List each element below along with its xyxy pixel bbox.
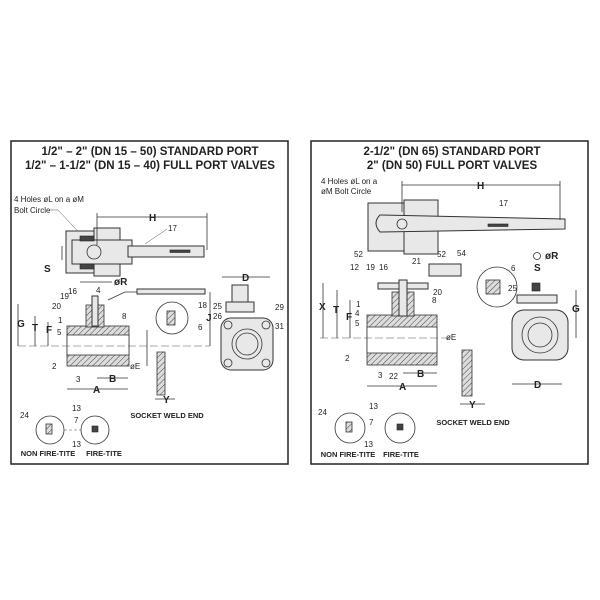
left-part-13b: 13 — [72, 440, 81, 449]
left-part-24: 24 — [20, 411, 29, 420]
left-part-6: 6 — [198, 323, 203, 332]
left-panel: 1/2" – 2" (DN 15 – 50) STANDARD PORT 1/2… — [10, 140, 289, 465]
right-part-17: 17 — [499, 199, 508, 208]
left-title-line2: 1/2" – 1-1/2" (DN 15 – 40) FULL PORT VAL… — [25, 160, 275, 172]
left-dim-Y: Y — [163, 395, 170, 406]
left-part-26: 26 — [213, 312, 222, 321]
left-title-line1: 1/2" – 2" (DN 15 – 50) STANDARD PORT — [41, 146, 258, 158]
right-part-4: 4 — [355, 309, 360, 318]
right-dim-S: S — [534, 263, 541, 274]
left-part-29: 29 — [275, 303, 284, 312]
right-dim-Y: Y — [469, 400, 476, 411]
left-bolt-note-1: 4 Holes øL on a øM — [14, 195, 84, 204]
left-part-4: 4 — [96, 286, 101, 295]
left-part-18: 18 — [198, 301, 207, 310]
left-non-fire-tite-label: NON FIRE-TITE — [21, 449, 76, 458]
right-dim-R: øR — [545, 251, 559, 262]
right-socket-weld-label: SOCKET WELD END — [436, 418, 510, 427]
left-part-16: 16 — [68, 287, 77, 296]
left-dim-S: S — [44, 264, 51, 275]
left-dim-A: A — [93, 385, 100, 396]
right-part-12: 12 — [350, 263, 359, 272]
right-part-2: 2 — [345, 354, 350, 363]
right-title-line2: 2" (DN 50) FULL PORT VALVES — [367, 160, 538, 172]
left-dim-G: G — [17, 319, 25, 330]
right-part-16: 16 — [379, 263, 388, 272]
left-part-2: 2 — [52, 362, 57, 371]
left-dim-B: B — [109, 374, 116, 385]
left-dim-E: øE — [130, 362, 140, 371]
right-dim-F: F — [346, 312, 352, 323]
right-dim-B: B — [417, 369, 424, 380]
right-bolt-note-2: øM Bolt Circle — [321, 187, 372, 196]
right-part-1: 1 — [356, 300, 361, 309]
left-part-17: 17 — [168, 224, 177, 233]
right-part-24: 24 — [318, 408, 327, 417]
right-dim-G: G — [572, 304, 580, 315]
right-top-view: H 17 52 52 54 øR S — [354, 181, 566, 274]
left-dim-T: T — [32, 323, 38, 334]
right-dim-X: X — [319, 302, 326, 313]
left-socket-weld-label: SOCKET WELD END — [130, 411, 204, 420]
left-top-view: H 17 S øR — [44, 213, 208, 288]
right-dim-E: øE — [446, 333, 456, 342]
left-part-8: 8 — [122, 312, 127, 321]
right-side-view: X T F 21 12 19 16 20 6 25 1 4 5 8 2 3 22… — [319, 257, 517, 393]
left-part-5: 5 — [57, 328, 62, 337]
right-part-21: 21 — [412, 257, 421, 266]
right-part-20: 20 — [433, 288, 442, 297]
right-end-view: G D — [511, 282, 580, 391]
right-non-fire-tite-label: NON FIRE-TITE — [321, 450, 376, 459]
left-dim-R: øR — [114, 277, 128, 288]
right-bolt-note-1: 4 Holes øL on a — [321, 177, 378, 186]
left-part-3: 3 — [76, 375, 81, 384]
left-end-view: D 25 26 29 31 — [213, 273, 284, 371]
right-part-54: 54 — [457, 249, 466, 258]
right-part-25: 25 — [508, 284, 517, 293]
right-fire-tite-label: FIRE-TITE — [383, 450, 419, 459]
right-part-13b: 13 — [364, 440, 373, 449]
left-dim-F: F — [46, 325, 52, 336]
right-part-22: 22 — [389, 372, 398, 381]
right-dim-A: A — [399, 382, 406, 393]
right-dim-D: D — [534, 380, 541, 391]
right-part-8: 8 — [432, 296, 437, 305]
left-part-20: 20 — [52, 302, 61, 311]
right-part-7: 7 — [369, 418, 374, 427]
right-panel: 2-1/2" (DN 65) STANDARD PORT 2" (DN 50) … — [310, 140, 589, 465]
right-part-6: 6 — [511, 264, 516, 273]
left-part-25: 25 — [213, 302, 222, 311]
left-part-13a: 13 — [72, 404, 81, 413]
right-dim-H: H — [477, 181, 484, 192]
left-part-31: 31 — [275, 322, 284, 331]
right-part-13a: 13 — [369, 402, 378, 411]
right-part-52b: 52 — [437, 250, 446, 259]
left-side-view: G T F J 16 4 19 20 1 5 8 18 6 2 3 B A øE — [17, 286, 212, 396]
right-title-line1: 2-1/2" (DN 65) STANDARD PORT — [363, 146, 540, 158]
left-part-7: 7 — [74, 416, 79, 425]
left-part-1: 1 — [58, 316, 63, 325]
right-dim-T: T — [333, 305, 339, 316]
left-dim-D: D — [242, 273, 249, 284]
right-part-19: 19 — [366, 263, 375, 272]
left-dim-J: J — [206, 313, 212, 324]
left-dim-H: H — [149, 213, 156, 224]
right-part-52a: 52 — [354, 250, 363, 259]
right-part-5: 5 — [355, 319, 360, 328]
left-bolt-note-2: Bolt Circle — [14, 206, 51, 215]
left-part-19: 19 — [60, 292, 69, 301]
right-part-3: 3 — [378, 371, 383, 380]
left-fire-tite-label: FIRE-TITE — [86, 449, 122, 458]
